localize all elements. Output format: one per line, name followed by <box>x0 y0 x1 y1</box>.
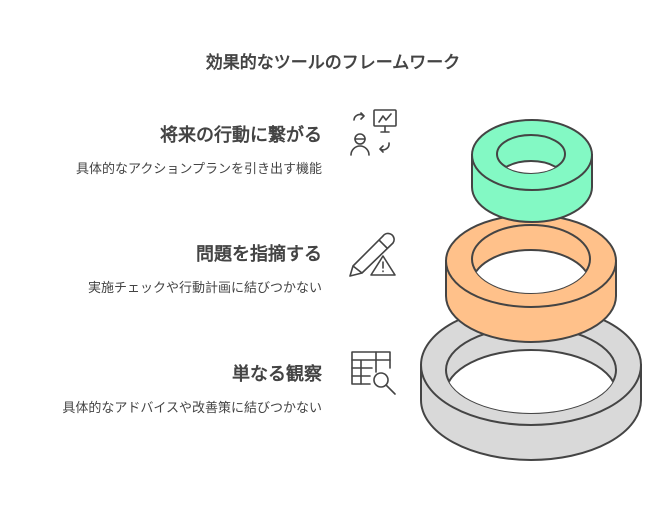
presentation-person-icon <box>350 109 397 156</box>
ring-green <box>471 119 593 223</box>
level-3-description: 具体的なアクションプランを引き出す機能 <box>76 162 322 177</box>
level-1-heading: 単なる観察 <box>232 364 322 385</box>
level-2-heading: 問題を指摘する <box>196 244 322 265</box>
level-1-description: 具体的なアドバイスや改善策に結びつかない <box>62 401 322 416</box>
ring-gray <box>420 304 642 461</box>
level-3-heading: 将来の行動に繋がる <box>160 125 322 146</box>
diagram-title: 効果的なツールのフレームワーク <box>205 53 461 73</box>
ring-orange <box>445 214 617 343</box>
level-2-description: 実施チェックや行動計画に結びつかない <box>87 281 322 296</box>
table-search-icon <box>351 351 396 395</box>
pencil-warning-icon <box>349 232 396 277</box>
